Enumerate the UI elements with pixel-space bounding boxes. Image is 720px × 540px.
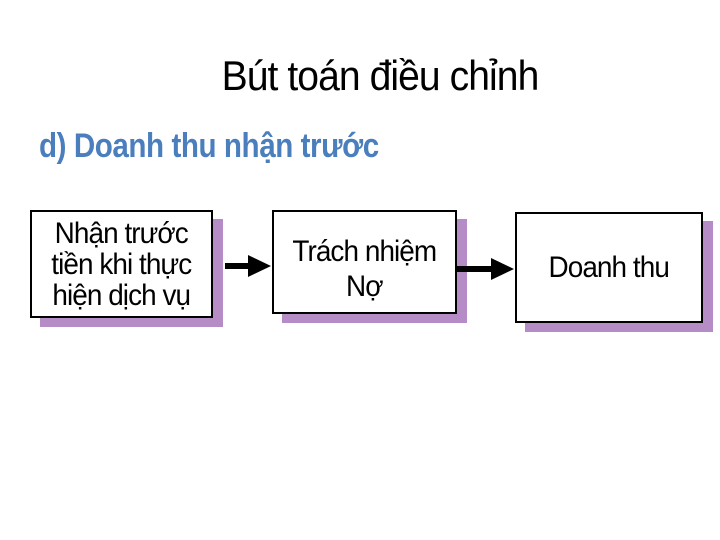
box-text-line: Nợ	[346, 270, 384, 303]
box-text-line: Doanh thu	[548, 251, 670, 284]
arrow-shaft	[225, 263, 250, 269]
flow-box-receive-cash: Nhận trước tiền khi thực hiện dịch vụ	[30, 210, 223, 327]
slide-title: Bút toán điều chỉnh	[221, 52, 540, 99]
flow-arrow-1-icon	[225, 255, 271, 277]
box-face: Trách nhiệm Nợ	[272, 210, 457, 314]
flow-box-liability-debit: Trách nhiệm Nợ	[272, 210, 467, 323]
box-face: Nhận trước tiền khi thực hiện dịch vụ	[30, 210, 213, 318]
flow-arrow-2-icon	[456, 258, 515, 280]
box-text-line: hiện dịch vụ	[52, 278, 192, 312]
slide-subtitle: d) Doanh thu nhận trước	[39, 127, 379, 165]
arrow-head-icon	[491, 258, 514, 280]
box-text-line: tiền khi thực	[51, 247, 193, 281]
arrow-head-icon	[248, 255, 271, 277]
box-text: Doanh thu	[548, 251, 670, 284]
box-text-line: Nhận trước	[54, 216, 189, 250]
box-text-line: Trách nhiệm	[292, 235, 438, 268]
flow-box-revenue: Doanh thu	[515, 212, 713, 332]
box-face: Doanh thu	[515, 212, 703, 323]
box-text: Trách nhiệm Nợ	[292, 234, 438, 304]
box-text: Nhận trước tiền khi thực hiện dịch vụ	[51, 216, 193, 312]
arrow-shaft	[456, 266, 493, 272]
